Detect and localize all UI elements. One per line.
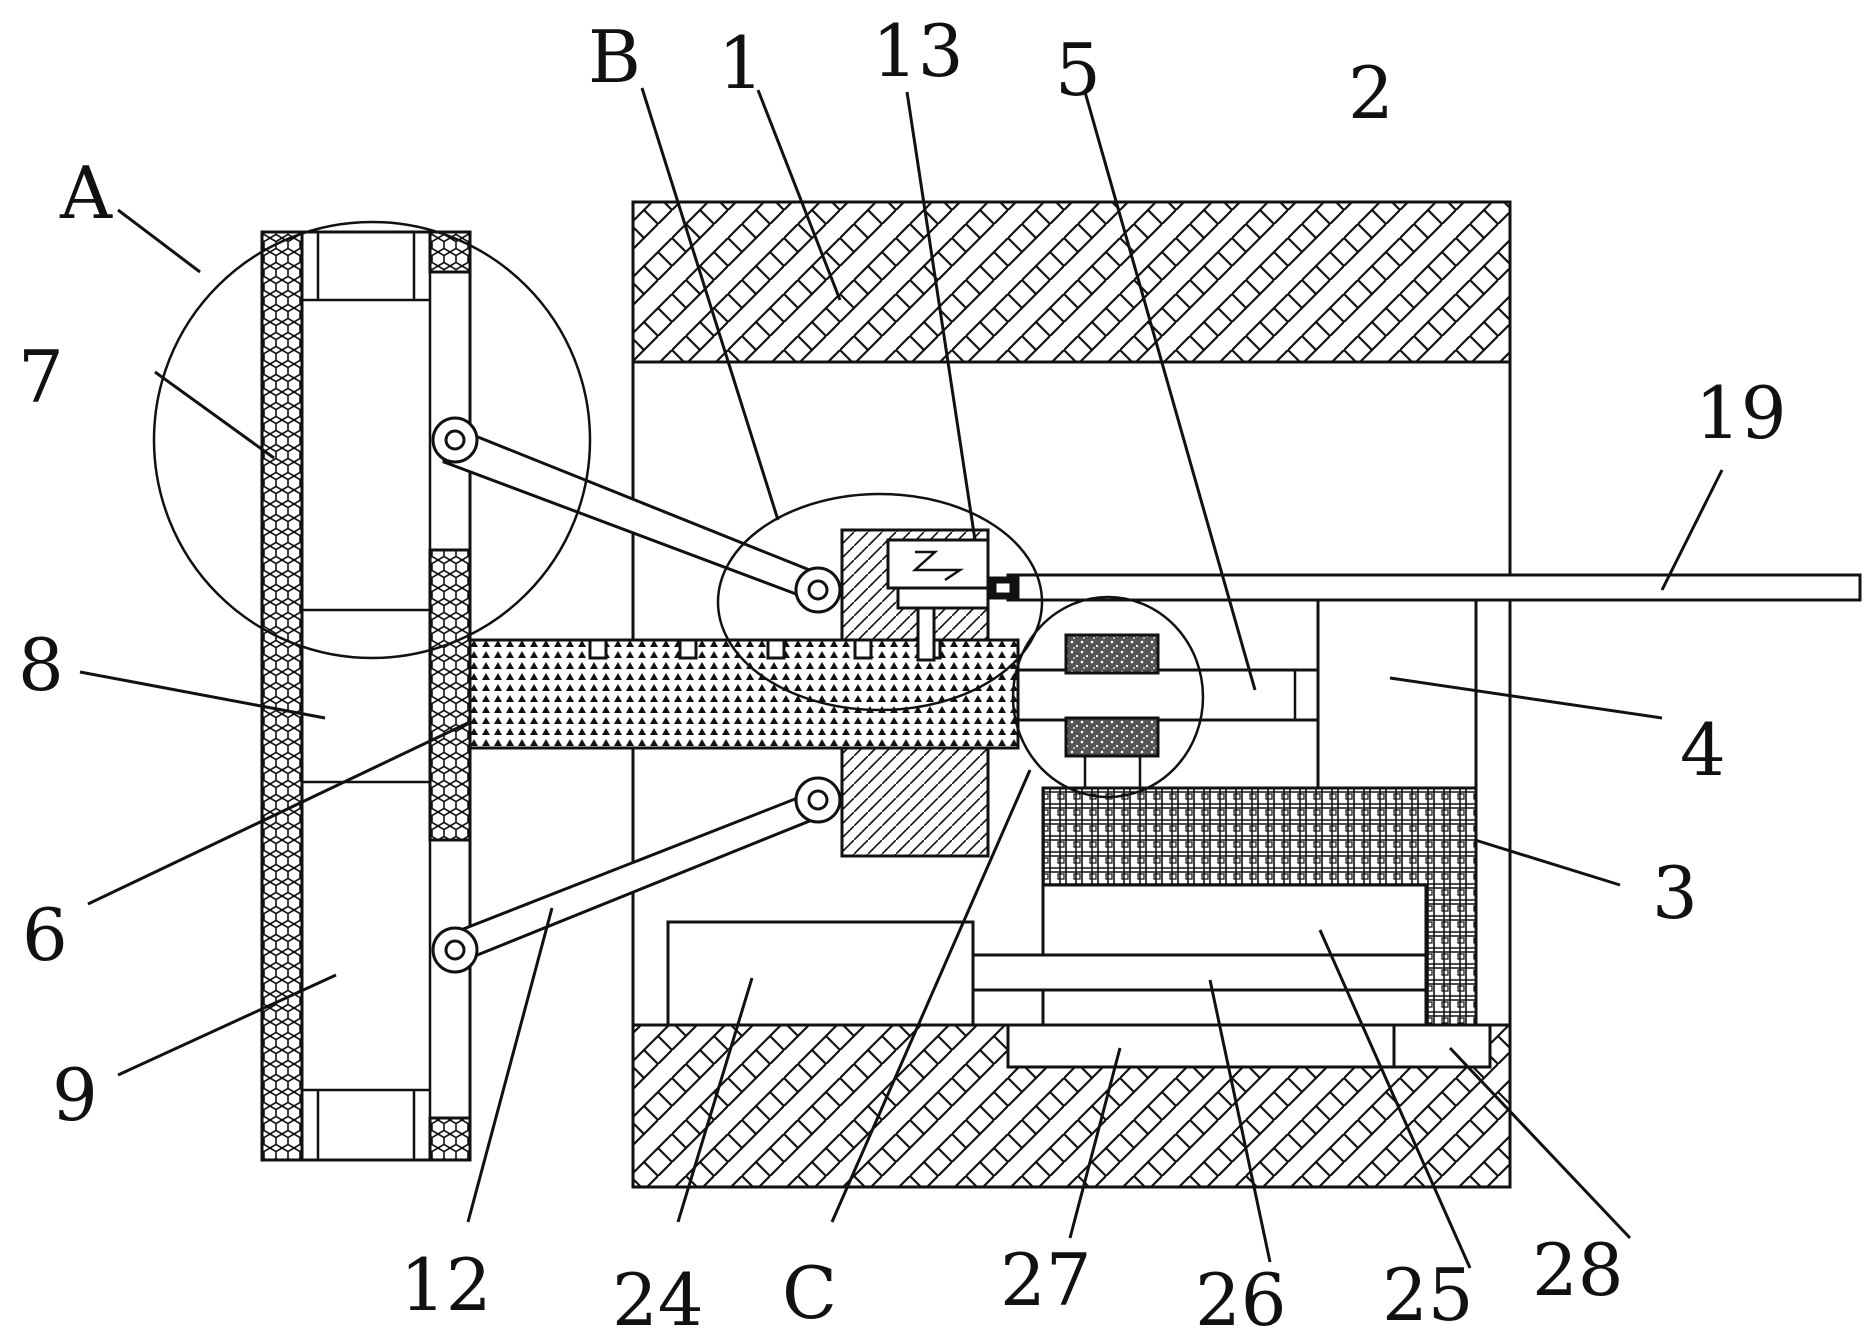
callout-13: 13 bbox=[872, 9, 964, 93]
callout-3: 3 bbox=[1652, 851, 1698, 935]
magnet-assembly bbox=[1064, 633, 1160, 788]
callout-9: 9 bbox=[52, 1053, 98, 1137]
callout-A: A bbox=[59, 151, 113, 235]
detail-circle-B bbox=[716, 492, 1044, 712]
callout-labels: A B 1 13 5 2 19 7 8 4 3 6 9 12 24 C 27 2… bbox=[18, 9, 1787, 1342]
mount-plate-28 bbox=[1392, 1023, 1492, 1069]
side-plate-assembly bbox=[260, 230, 472, 1162]
callout-2: 2 bbox=[1348, 51, 1394, 135]
callout-19: 19 bbox=[1695, 371, 1787, 455]
callout-12: 12 bbox=[400, 1243, 492, 1327]
rod-5 bbox=[1016, 668, 1320, 722]
block-24 bbox=[666, 920, 975, 1027]
detail-circle-C bbox=[1011, 595, 1205, 799]
latch-13 bbox=[886, 538, 1020, 662]
magnet-top bbox=[1064, 633, 1160, 675]
outer-plate-7 bbox=[260, 230, 304, 1162]
mount-plate-27 bbox=[1006, 1023, 1396, 1069]
callout-7: 7 bbox=[18, 335, 64, 419]
leader-lines bbox=[79, 87, 1724, 1269]
callout-6: 6 bbox=[22, 893, 68, 977]
callout-28: 28 bbox=[1532, 1228, 1624, 1312]
rod-teeth bbox=[588, 638, 942, 660]
callout-4: 4 bbox=[1680, 708, 1726, 792]
guide-rod-19 bbox=[1006, 573, 1862, 602]
callout-24: 24 bbox=[612, 1258, 704, 1342]
callout-26: 26 bbox=[1195, 1258, 1287, 1342]
top-wall-part-1 bbox=[631, 200, 1512, 364]
callout-27: 27 bbox=[1000, 1238, 1092, 1322]
callout-25: 25 bbox=[1382, 1253, 1474, 1337]
callout-C: C bbox=[782, 1251, 837, 1335]
nut-block-lower bbox=[840, 746, 990, 858]
callout-B: B bbox=[588, 15, 641, 99]
linkage-arms-12 bbox=[431, 416, 842, 974]
magnet-bottom bbox=[1064, 716, 1160, 758]
detail-circle-A bbox=[152, 220, 592, 660]
slide-block-4 bbox=[1316, 598, 1478, 790]
callout-5: 5 bbox=[1055, 28, 1101, 112]
callout-8: 8 bbox=[18, 623, 64, 707]
shaft-26 bbox=[971, 953, 1428, 992]
callout-1: 1 bbox=[718, 21, 764, 105]
